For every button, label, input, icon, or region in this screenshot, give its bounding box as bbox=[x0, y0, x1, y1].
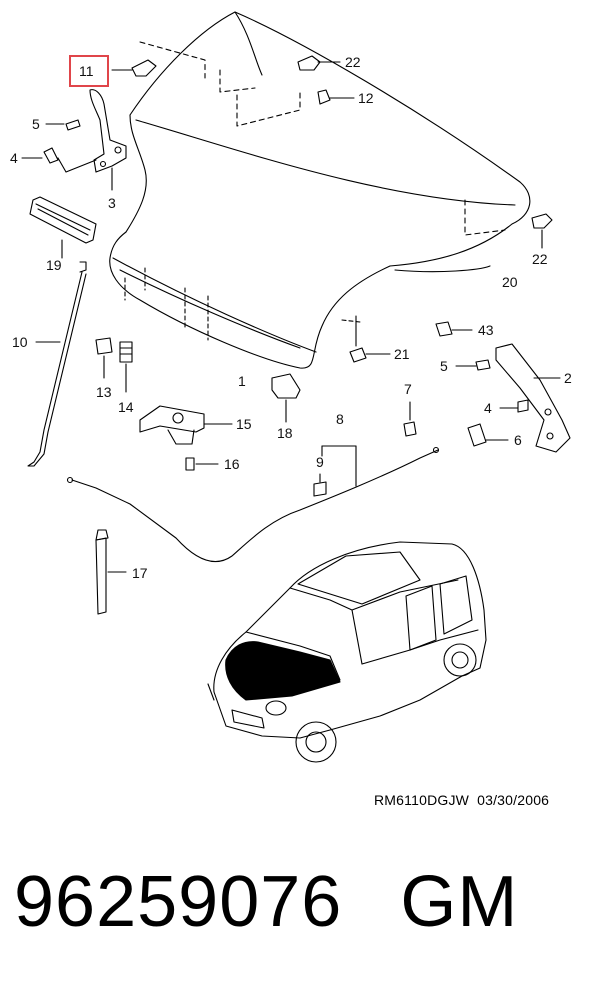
clip-7 bbox=[403, 401, 417, 437]
callout-5-right: 5 bbox=[440, 358, 448, 374]
clip-43 bbox=[435, 321, 473, 337]
clip-21 bbox=[349, 315, 391, 363]
callout-9: 9 bbox=[316, 454, 324, 470]
hood-panel bbox=[109, 11, 531, 369]
callout-16: 16 bbox=[224, 456, 240, 472]
part-19-strip bbox=[29, 196, 97, 259]
clip-9 bbox=[313, 473, 327, 497]
parts-diagram: 11 22 12 5 4 3 22 19 20 43 10 21 5 2 1 1… bbox=[10, 11, 572, 763]
callout-3: 3 bbox=[108, 195, 116, 211]
callout-5-left: 5 bbox=[32, 116, 40, 132]
bolt-5-right bbox=[455, 359, 491, 371]
callout-8: 8 bbox=[336, 411, 344, 427]
reference-date: 03/30/2006 bbox=[477, 792, 550, 808]
part-15-latch bbox=[139, 405, 233, 445]
callout-22-top: 22 bbox=[345, 54, 361, 70]
highlight-box bbox=[69, 55, 109, 87]
part-13-bumper bbox=[95, 337, 113, 379]
bolt-4-right bbox=[499, 399, 529, 413]
callout-4-left: 4 bbox=[10, 150, 18, 166]
callout-7: 7 bbox=[404, 381, 412, 397]
part-number: 96259076 bbox=[14, 862, 343, 942]
callout-6: 6 bbox=[514, 432, 522, 448]
part-8-cable bbox=[66, 445, 440, 563]
callout-22-right: 22 bbox=[532, 251, 548, 267]
part-17-tie bbox=[95, 529, 127, 615]
bolt-4-left bbox=[21, 147, 97, 173]
callout-18: 18 bbox=[277, 425, 293, 441]
clip-22-right bbox=[531, 213, 553, 249]
callout-43: 43 bbox=[478, 322, 494, 338]
callout-10: 10 bbox=[12, 334, 28, 350]
bolt-5-left bbox=[45, 119, 81, 131]
callout-15: 15 bbox=[236, 416, 252, 432]
part-14-buffer bbox=[119, 341, 133, 393]
callout-11: 11 bbox=[79, 63, 94, 79]
callout-1: 1 bbox=[238, 373, 246, 389]
part-10-prop-rod bbox=[27, 261, 87, 467]
brand-name: GM bbox=[400, 862, 519, 942]
drawing-reference: RM6110DGJW 03/30/2006 bbox=[374, 792, 557, 808]
callout-19: 19 bbox=[46, 257, 62, 273]
clip-22-top bbox=[297, 55, 341, 71]
highlighted-hood bbox=[225, 641, 341, 701]
clip-12 bbox=[317, 89, 355, 105]
callout-4-right: 4 bbox=[484, 400, 492, 416]
bolt-16 bbox=[185, 457, 219, 471]
reference-code: RM6110DGJW bbox=[374, 792, 470, 808]
part-11-clip bbox=[111, 59, 157, 77]
part-18-pad bbox=[271, 373, 301, 423]
callout-20: 20 bbox=[502, 274, 518, 290]
callout-21: 21 bbox=[394, 346, 410, 362]
callout-2: 2 bbox=[564, 370, 572, 386]
hinge-left bbox=[89, 89, 127, 191]
callout-17: 17 bbox=[132, 565, 148, 581]
part-number-line: 96259076 GM bbox=[14, 862, 594, 942]
clip-6 bbox=[467, 423, 509, 447]
callout-12: 12 bbox=[358, 90, 374, 106]
callout-13: 13 bbox=[96, 384, 112, 400]
hinge-right bbox=[495, 343, 571, 453]
vehicle-illustration bbox=[207, 541, 487, 763]
callout-14: 14 bbox=[118, 399, 134, 415]
